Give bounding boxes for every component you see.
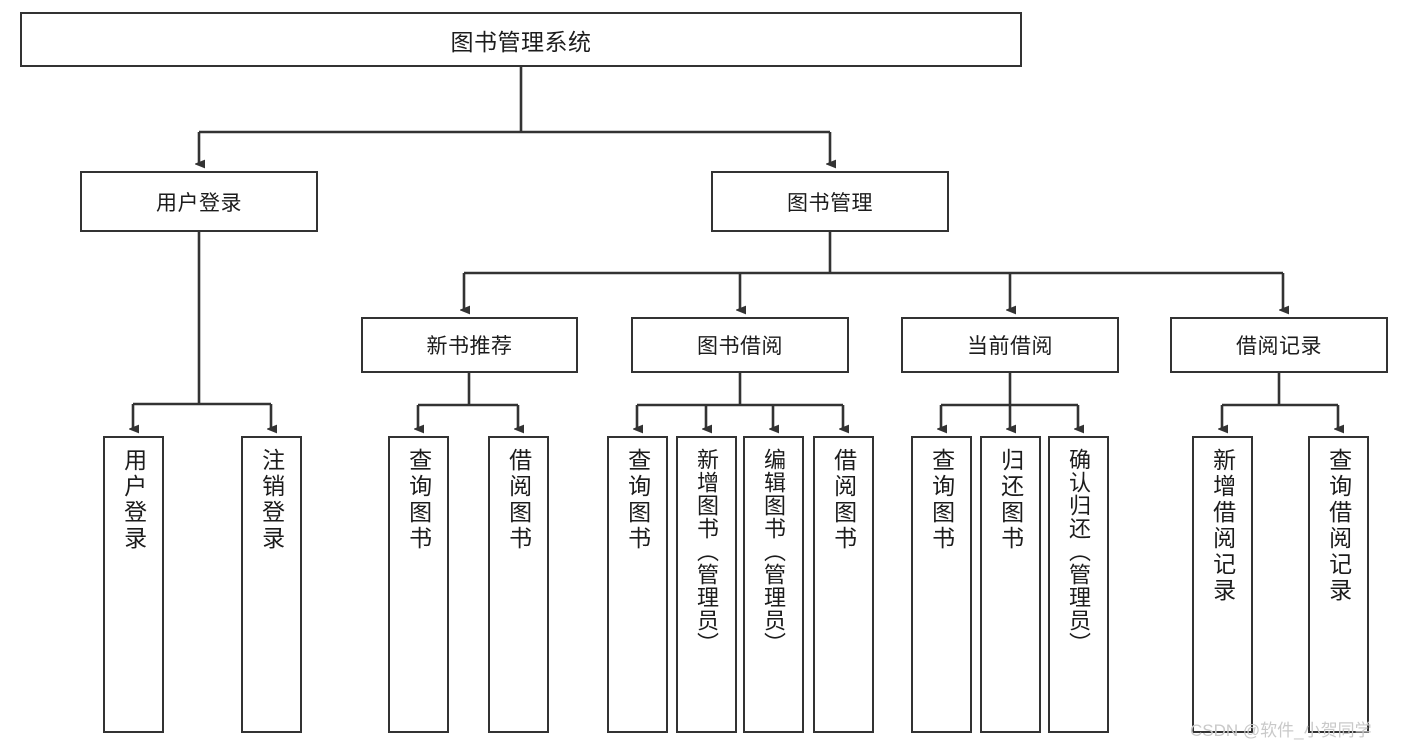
node-leaf-add-book[interactable]: 新增图书（管理员） (676, 436, 737, 733)
node-book-borrow-label: 图书借阅 (697, 335, 783, 358)
node-leaf-add-record-label: 新增借阅记录 (1209, 448, 1236, 604)
node-new-book-recommend-label: 新书推荐 (426, 335, 513, 358)
node-leaf-confirm-return[interactable]: 确认归还（管理员） (1048, 436, 1109, 733)
node-leaf-query-book-rec-label: 查询图书 (405, 448, 432, 552)
node-user-login-label: 用户登录 (156, 191, 242, 215)
node-leaf-query-book-rec[interactable]: 查询图书 (388, 436, 449, 733)
node-current-borrow[interactable]: 当前借阅 (901, 317, 1119, 373)
node-leaf-return-book-label: 归还图书 (997, 448, 1024, 552)
node-book-manage-label: 图书管理 (787, 191, 873, 215)
node-borrow-record[interactable]: 借阅记录 (1170, 317, 1388, 373)
node-leaf-logout[interactable]: 注销登录 (241, 436, 302, 733)
node-borrow-record-label: 借阅记录 (1236, 335, 1322, 358)
node-leaf-add-record[interactable]: 新增借阅记录 (1192, 436, 1253, 733)
node-book-manage[interactable]: 图书管理 (711, 171, 949, 232)
node-leaf-confirm-return-label: 确认归还（管理员） (1066, 448, 1092, 655)
node-root[interactable]: 图书管理系统 (20, 12, 1022, 67)
node-leaf-query-record[interactable]: 查询借阅记录 (1308, 436, 1369, 733)
node-user-login[interactable]: 用户登录 (80, 171, 318, 232)
node-leaf-return-book[interactable]: 归还图书 (980, 436, 1041, 733)
node-leaf-borrow-book-rec-label: 借阅图书 (505, 448, 532, 552)
node-leaf-edit-book[interactable]: 编辑图书（管理员） (743, 436, 804, 733)
node-leaf-query-book-cur[interactable]: 查询图书 (911, 436, 972, 733)
node-leaf-query-record-label: 查询借阅记录 (1325, 448, 1352, 604)
node-leaf-user-login-label: 用户登录 (120, 448, 147, 552)
node-leaf-edit-book-label: 编辑图书（管理员） (761, 448, 787, 655)
node-leaf-add-book-label: 新增图书（管理员） (694, 448, 720, 655)
node-leaf-borrow-book-rec[interactable]: 借阅图书 (488, 436, 549, 733)
node-leaf-logout-label: 注销登录 (258, 448, 285, 552)
watermark: CSDN @软件_小贺同学 (1190, 721, 1372, 740)
node-leaf-user-login[interactable]: 用户登录 (103, 436, 164, 733)
node-leaf-query-book-cur-label: 查询图书 (928, 448, 955, 552)
node-leaf-borrow-book[interactable]: 借阅图书 (813, 436, 874, 733)
node-root-label: 图书管理系统 (450, 28, 592, 55)
node-current-borrow-label: 当前借阅 (967, 335, 1053, 358)
node-book-borrow[interactable]: 图书借阅 (631, 317, 849, 373)
node-new-book-recommend[interactable]: 新书推荐 (361, 317, 578, 373)
node-leaf-query-book-borrow[interactable]: 查询图书 (607, 436, 668, 733)
node-leaf-query-book-borrow-label: 查询图书 (624, 448, 651, 552)
node-leaf-borrow-book-label: 借阅图书 (830, 448, 857, 552)
